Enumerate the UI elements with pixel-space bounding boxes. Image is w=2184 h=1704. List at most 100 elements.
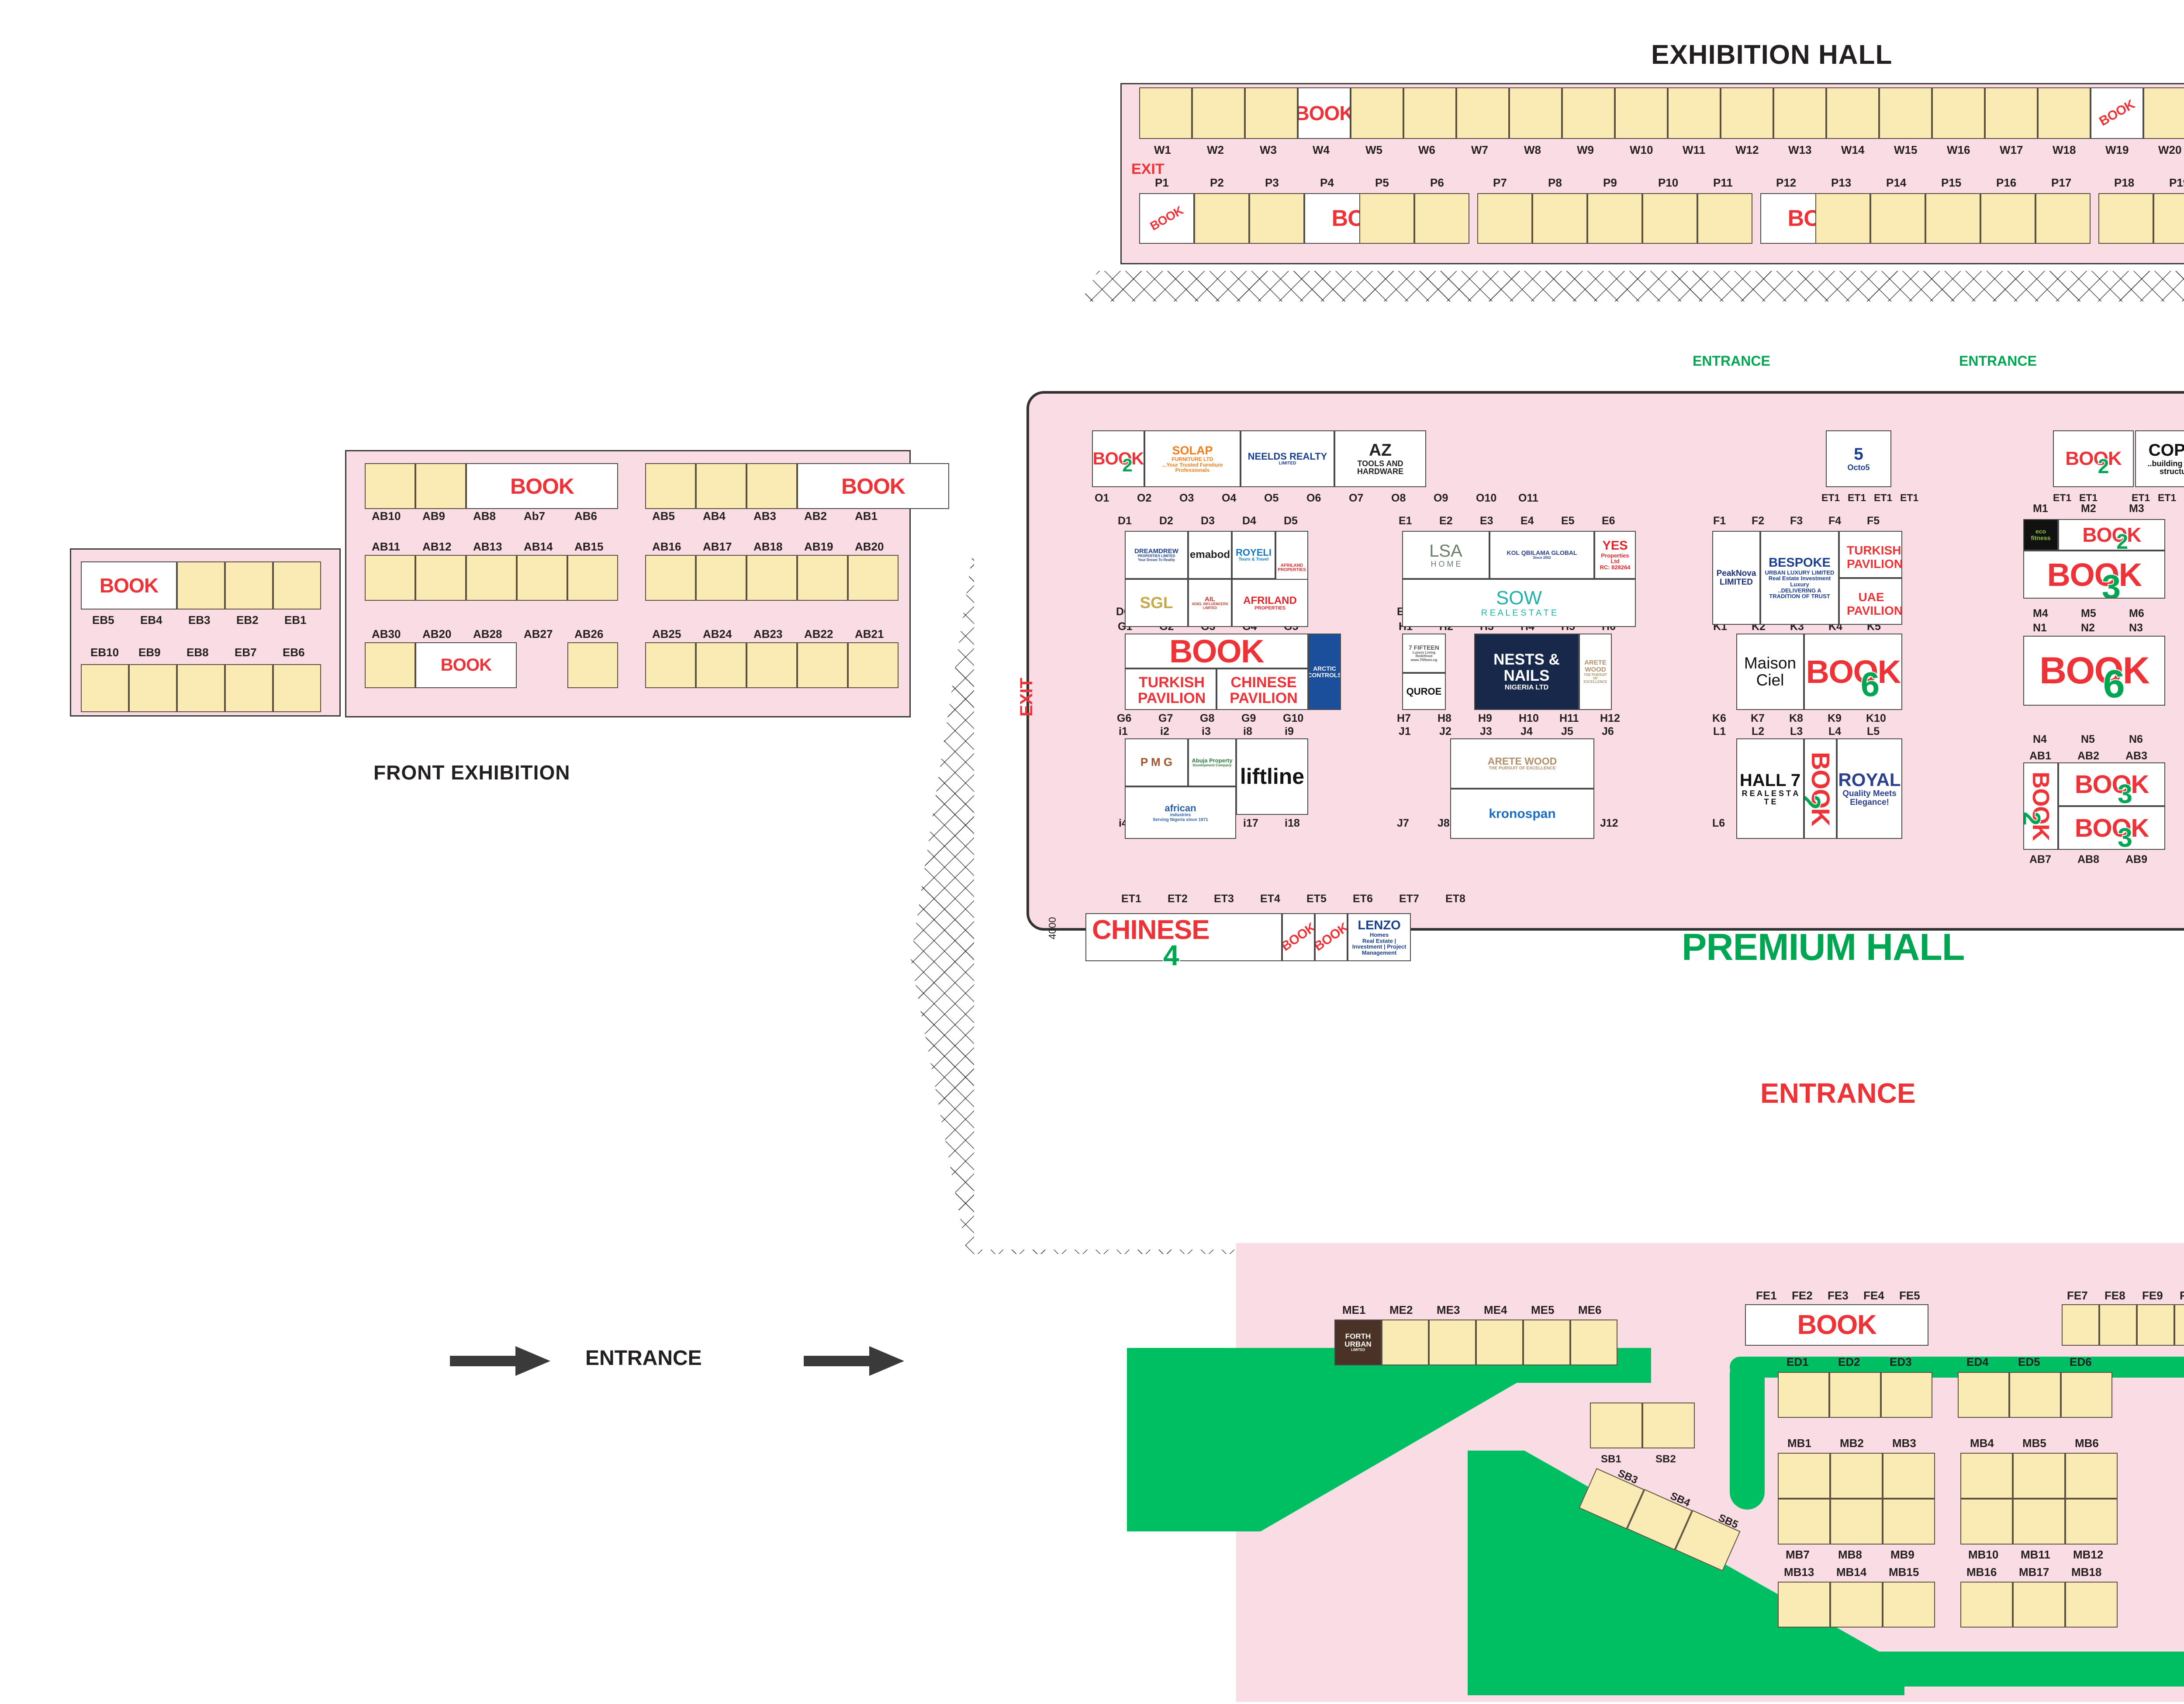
exhibition-booth-P10[interactable] (1642, 193, 1697, 244)
exhibition-booth-W13[interactable] (1773, 87, 1826, 139)
chinese-book-1[interactable]: BOOK (1282, 913, 1315, 961)
exhibition-booth-P7[interactable] (1477, 193, 1532, 244)
front-booth-AB9-0[interactable] (415, 463, 466, 509)
premium-booth-K1[interactable]: Maison Ciel (1736, 634, 1804, 710)
front-booth-AB19-1[interactable] (797, 555, 848, 601)
bottom-booth-MB13[interactable] (1778, 1582, 1830, 1628)
chinese-big-booth[interactable]: BOOK (1085, 913, 1282, 961)
front-booth-AB16-1[interactable] (645, 555, 696, 601)
front-booth-EB6[interactable] (273, 664, 321, 712)
front-booth-AB26-2[interactable] (567, 642, 618, 688)
bottom-booth-ME5[interactable] (1523, 1320, 1570, 1365)
front-booth-AB21-2[interactable] (848, 642, 898, 688)
exhibition-booth-W4[interactable]: BOOK (1298, 87, 1351, 139)
exhibition-booth-W9[interactable] (1562, 87, 1615, 139)
front-booth-AB14-1[interactable] (517, 555, 567, 601)
chinese-book-2[interactable]: BOOK (1315, 913, 1348, 961)
exhibition-booth-P3[interactable] (1249, 193, 1304, 244)
exhibition-booth-W12[interactable] (1721, 87, 1773, 139)
exhibition-booth-P2[interactable] (1194, 193, 1249, 244)
bottom-booth-MB11[interactable] (2013, 1499, 2065, 1545)
premium-booth-F4-turkish[interactable]: BOOK (1839, 531, 1902, 578)
bottom-booth-ME6[interactable] (1570, 1320, 1617, 1365)
bottom-booth-ED3[interactable] (1881, 1372, 1932, 1418)
front-booth-AB4-0[interactable] (696, 463, 746, 509)
bottom-booth-ED2[interactable] (1829, 1372, 1881, 1418)
front-booth-AB10-0[interactable] (365, 463, 415, 509)
front-booth-AB5-0[interactable] (645, 463, 696, 509)
exhibition-booth-P6[interactable] (1414, 193, 1469, 244)
bottom-booth-FE7[interactable] (2062, 1304, 2099, 1346)
front-booth-AB24-2[interactable] (696, 642, 746, 688)
front-booth-AB13-1[interactable] (466, 555, 517, 601)
exhibition-booth-P9[interactable] (1587, 193, 1642, 244)
front-booth-AB18-1[interactable] (746, 555, 797, 601)
front-booth-AB17-1[interactable] (696, 555, 746, 601)
exhibition-booth-W14[interactable] (1826, 87, 1879, 139)
exhibition-booth-W20[interactable] (2143, 87, 2184, 139)
premium-booth-D3[interactable]: emabod (1188, 531, 1232, 579)
exhibition-booth-W16[interactable] (1932, 87, 1985, 139)
premium-booth-M1[interactable]: eco fitness (2023, 519, 2058, 551)
premium-o-booth-gcopen[interactable]: COPEN..building lives & structures (2135, 430, 2184, 487)
bottom-booth-MB15[interactable] (1883, 1582, 1935, 1628)
bottom-booth-ME2[interactable] (1382, 1320, 1429, 1365)
premium-booth-J10[interactable]: kronospan (1450, 789, 1594, 839)
bottom-booth-MB2[interactable] (1830, 1453, 1883, 1499)
bottom-booth-SB1[interactable] (1590, 1403, 1642, 1448)
front-booth-EB7[interactable] (225, 664, 273, 712)
front-booth-AB20-1[interactable] (848, 555, 898, 601)
exhibition-booth-W6[interactable] (1403, 87, 1456, 139)
front-booth-EB10[interactable] (81, 664, 129, 712)
exhibition-booth-W10[interactable] (1615, 87, 1668, 139)
exhibition-booth-P5[interactable] (1359, 193, 1414, 244)
exhibition-booth-W5[interactable] (1351, 87, 1403, 139)
bottom-booth-ED4[interactable] (1958, 1372, 2009, 1418)
exhibition-booth-P1[interactable]: BOOK (1139, 193, 1194, 244)
front-booth-AB11-1[interactable] (365, 555, 415, 601)
premium-booth-D6[interactable]: SGL (1125, 579, 1188, 627)
bottom-booth-ED5[interactable] (2009, 1372, 2061, 1418)
bottom-booth-MB1[interactable] (1778, 1453, 1830, 1499)
exhibition-booth-P18[interactable] (2098, 193, 2153, 244)
bottom-booth-MB5[interactable] (2013, 1453, 2065, 1499)
bottom-booth-SB2[interactable] (1642, 1403, 1695, 1448)
front-booth-AB23-2[interactable] (746, 642, 797, 688)
exhibition-booth-W18[interactable] (2038, 87, 2091, 139)
bottom-booth-MB9[interactable] (1883, 1499, 1935, 1545)
bottom-booth-ME4[interactable] (1476, 1320, 1523, 1365)
premium-booth-H7[interactable]: QUROE (1402, 673, 1446, 710)
front-booth-AB25-2[interactable] (645, 642, 696, 688)
bottom-booth-MB17[interactable] (2013, 1582, 2065, 1628)
premium-booth-F9-uae[interactable]: BOOK (1839, 578, 1902, 625)
bottom-booth-FE10[interactable] (2174, 1304, 2184, 1346)
exhibition-booth-P14[interactable] (1870, 193, 1925, 244)
exhibition-booth-W1[interactable] (1139, 87, 1192, 139)
